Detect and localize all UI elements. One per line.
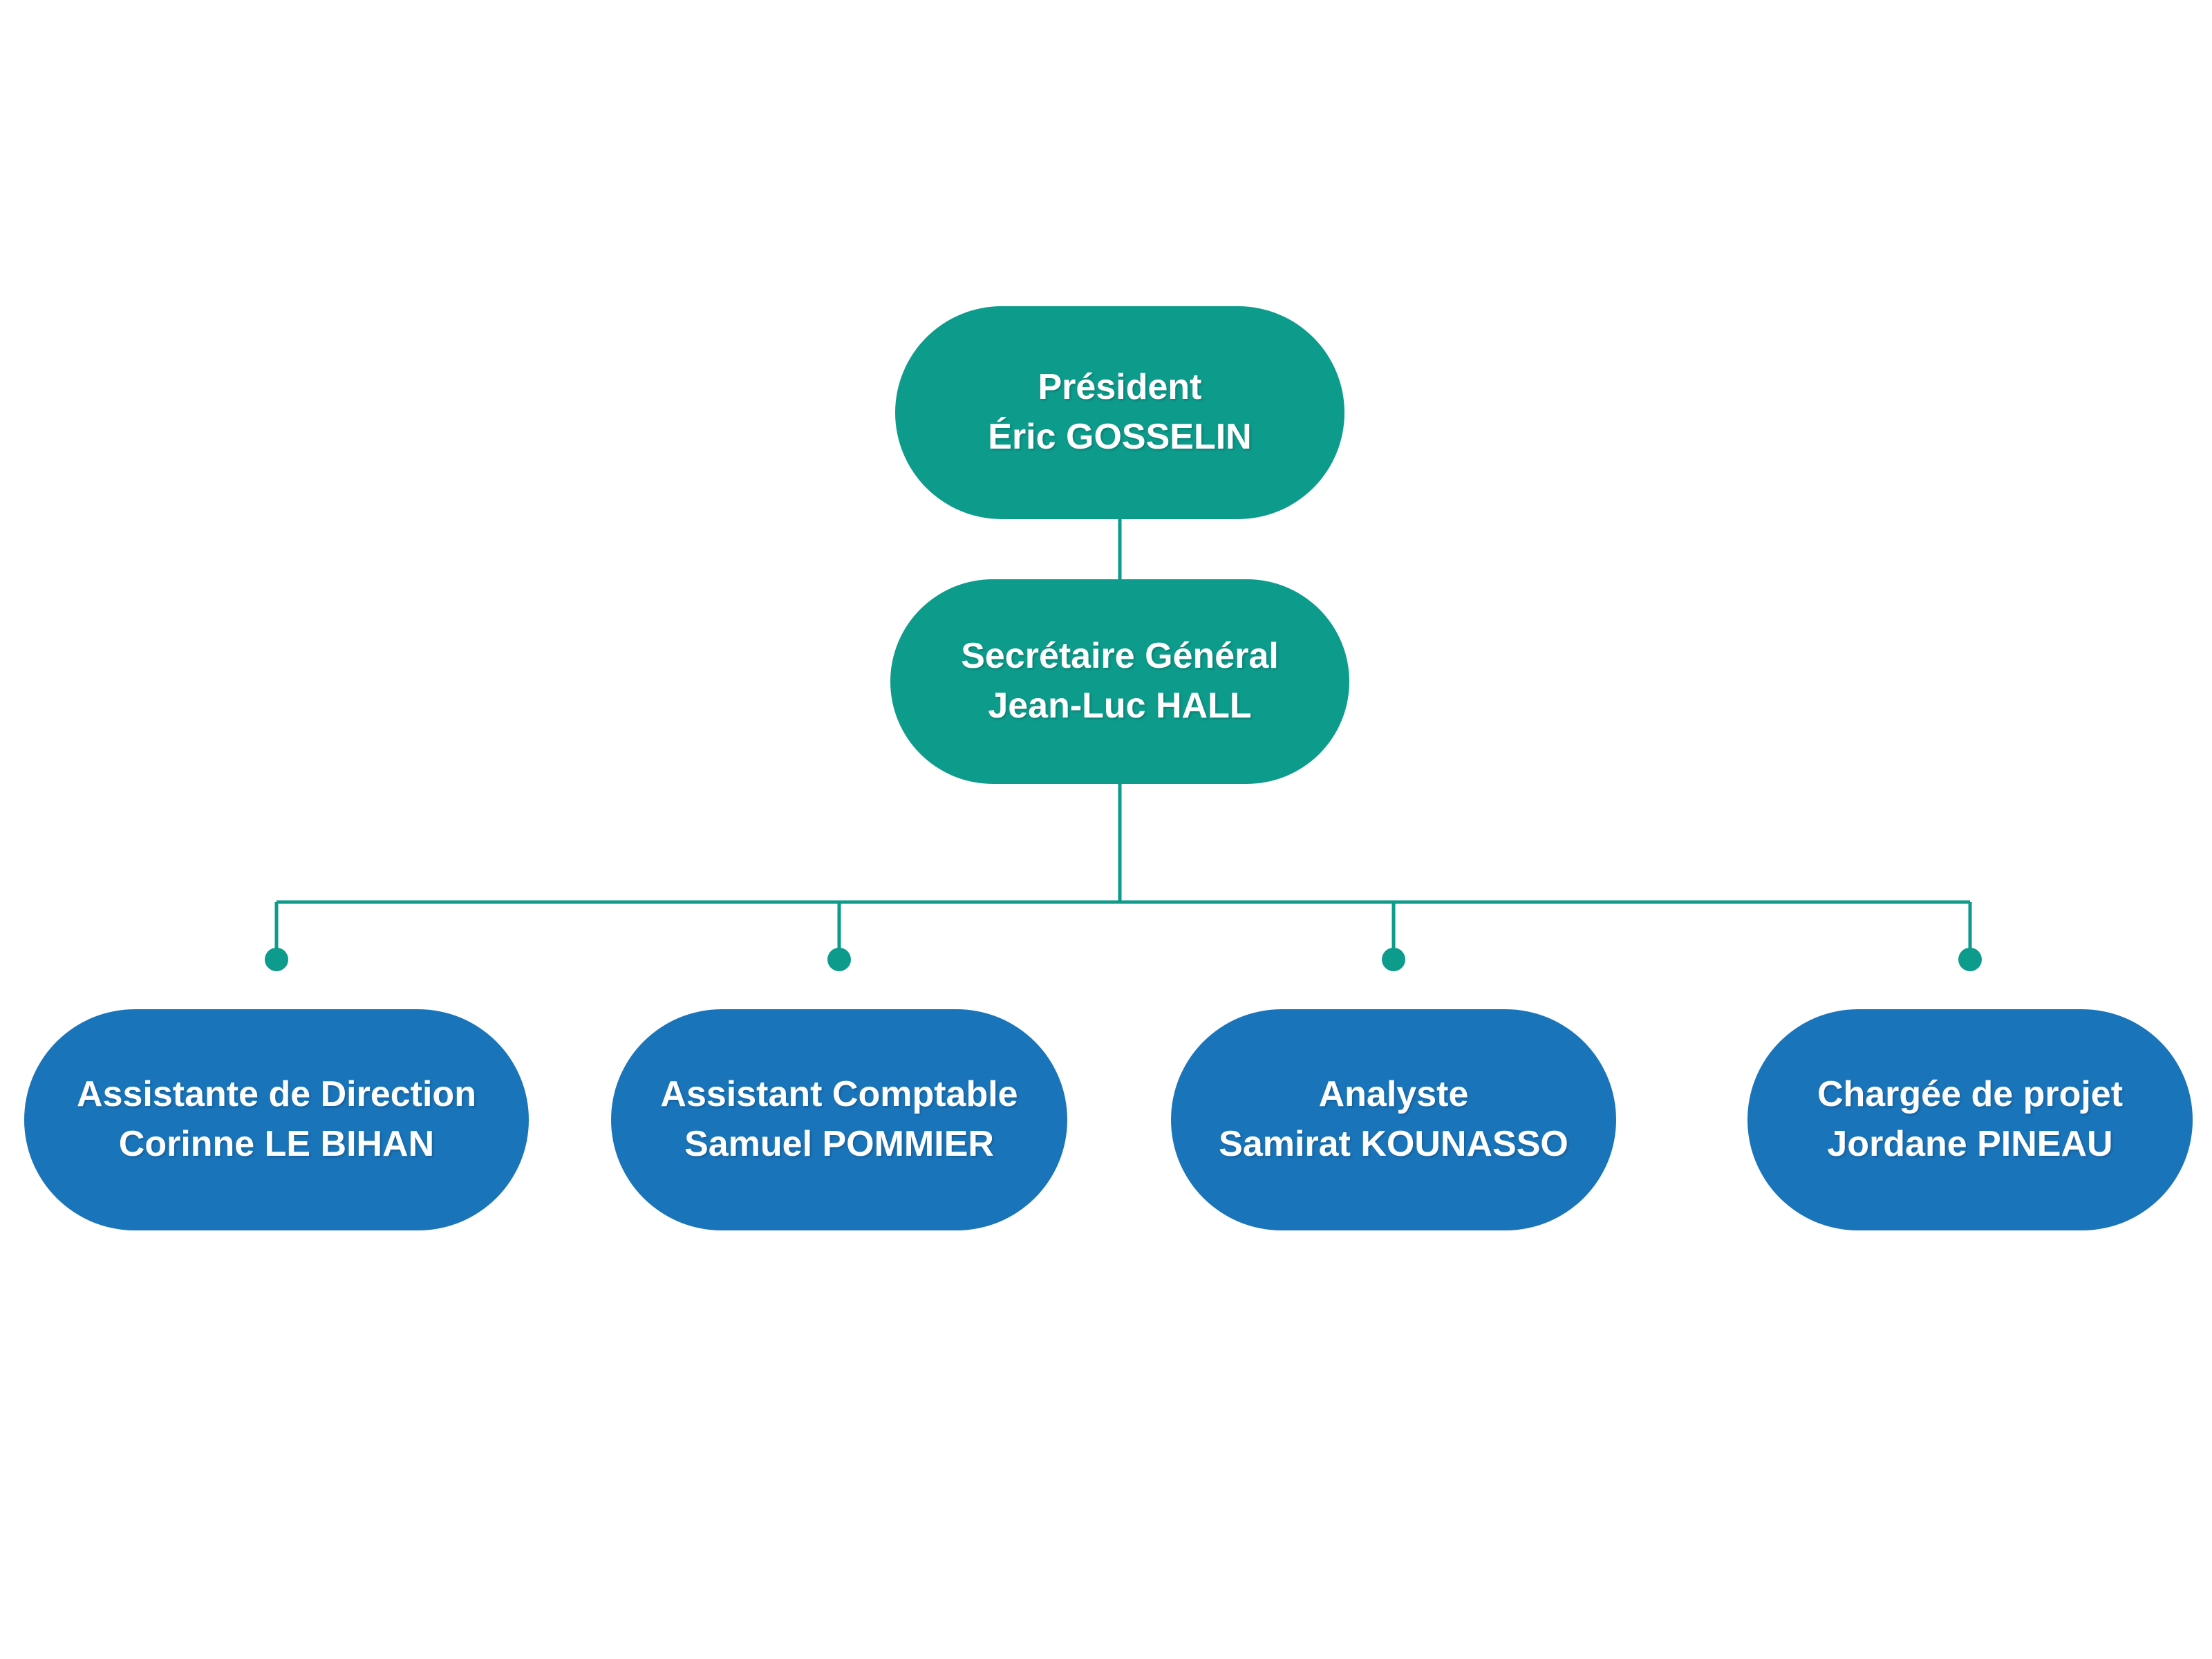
node-child-name: Corinne LE BIHAN	[118, 1124, 435, 1164]
node-assistant-comptable: Assistant Comptable Samuel POMMIER	[611, 1009, 1067, 1230]
node-chargee-projet: Chargée de projet Jordane PINEAU	[1747, 1009, 2193, 1230]
junction-dot-2	[827, 948, 851, 971]
node-child-title: Chargée de projet	[1817, 1074, 2124, 1115]
node-child-title: Analyste	[1318, 1074, 1469, 1115]
node-president-name: Éric GOSSELIN	[988, 417, 1252, 457]
junction-dot-4	[1958, 948, 1982, 971]
junction-dot-1	[265, 948, 288, 971]
node-child-name: Samirat KOUNASSO	[1219, 1124, 1568, 1164]
node-secretaire-title: Secrétaire Général	[961, 636, 1279, 677]
node-secretaire-name: Jean-Luc HALL	[988, 686, 1252, 726]
node-president-title: Président	[1038, 367, 1202, 408]
node-child-title: Assistant Comptable	[660, 1074, 1018, 1115]
node-assistante-direction: Assistante de Direction Corinne LE BIHAN	[24, 1009, 529, 1230]
node-secretaire-general: Secrétaire Général Jean-Luc HALL	[890, 579, 1349, 784]
junction-dot-3	[1382, 948, 1405, 971]
node-child-name: Samuel POMMIER	[684, 1124, 994, 1164]
node-child-title: Assistante de Direction	[77, 1074, 476, 1115]
node-president: Président Éric GOSSELIN	[895, 306, 1344, 519]
node-child-name: Jordane PINEAU	[1827, 1124, 2113, 1164]
node-analyste: Analyste Samirat KOUNASSO	[1171, 1009, 1616, 1230]
